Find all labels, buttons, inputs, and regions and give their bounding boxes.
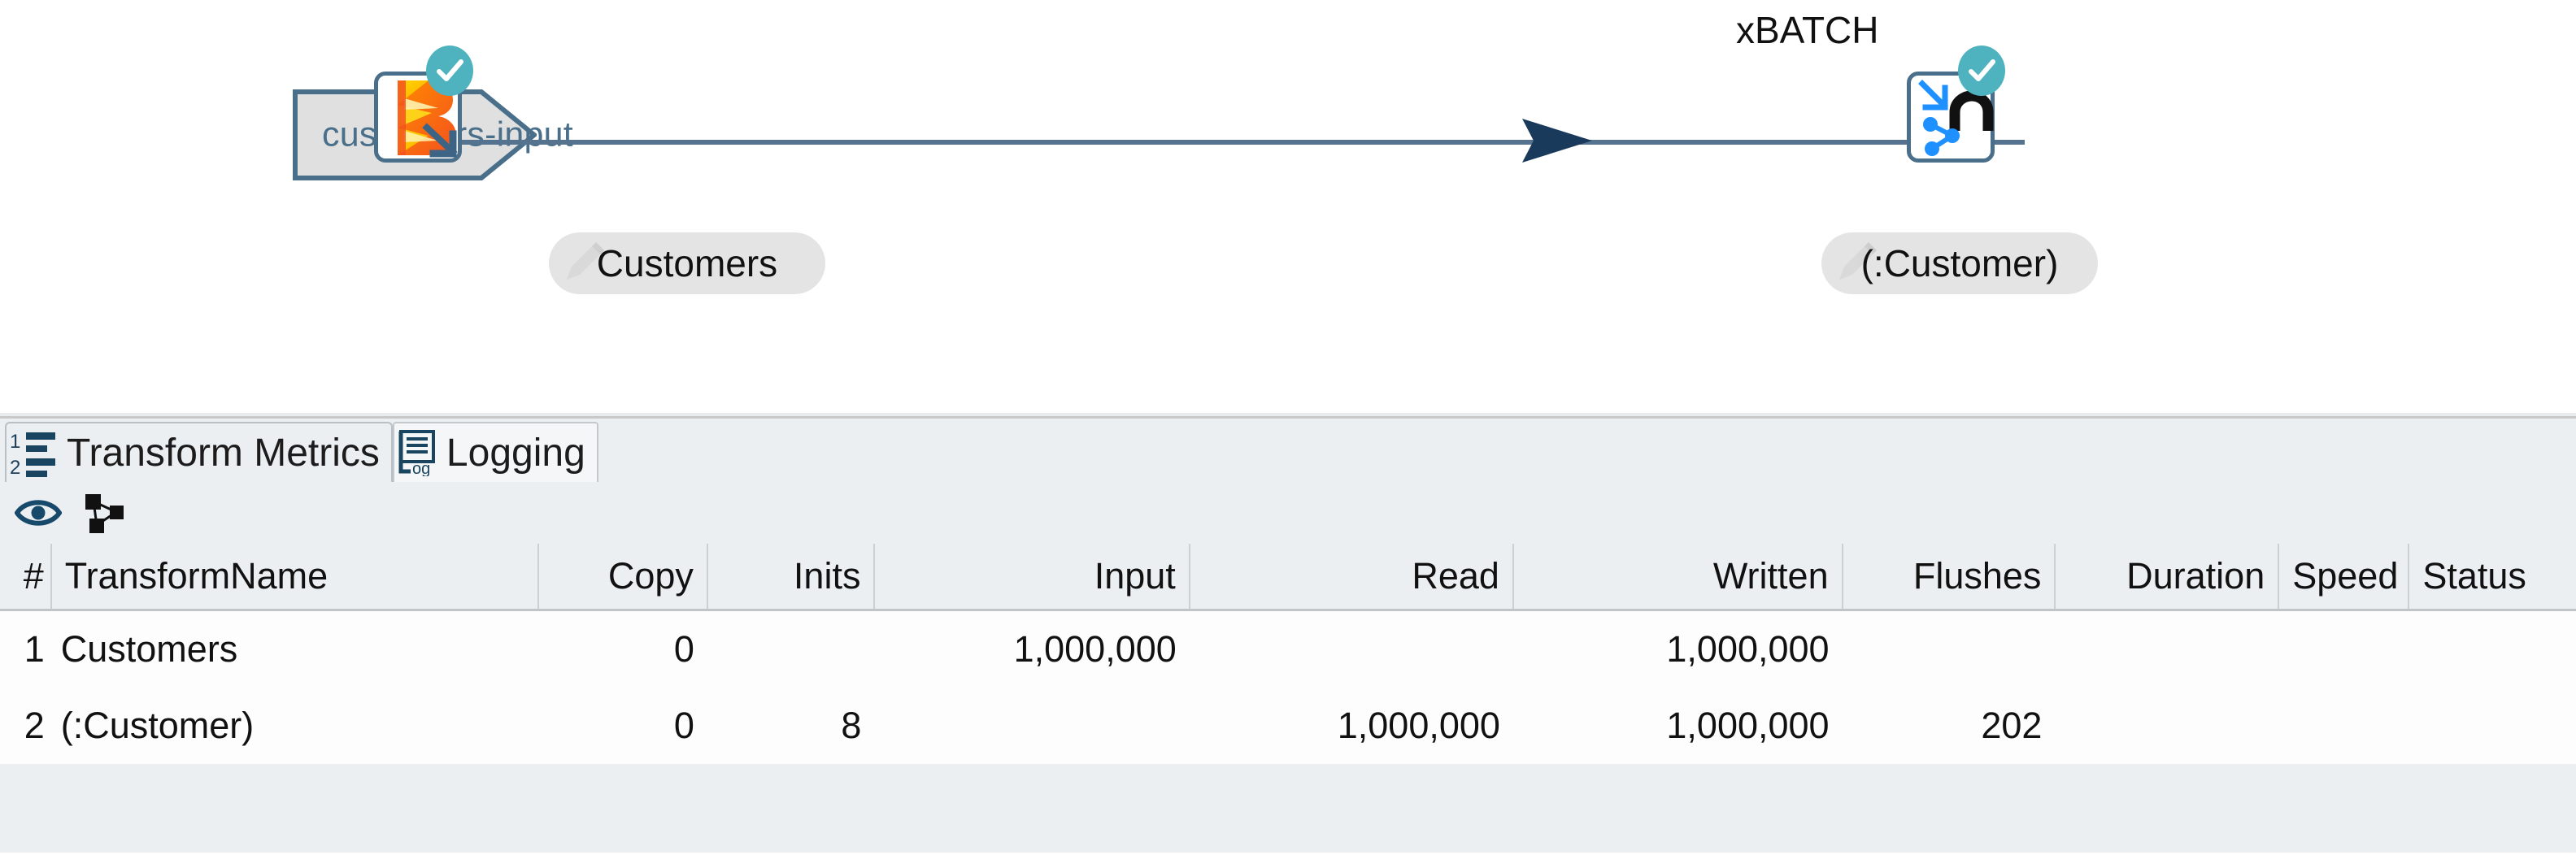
- cell-read: [1189, 610, 1513, 688]
- pipeline-canvas[interactable]: customers-input: [0, 0, 2576, 419]
- neo4j-output-icon: [1918, 80, 1994, 156]
- status-badge-customer-output: [1958, 46, 2005, 96]
- tab-logging[interactable]: og Logging: [392, 422, 598, 482]
- numbered-list-icon: 1 2: [10, 428, 59, 478]
- hop-arrow-icon: [1522, 119, 1592, 163]
- cell-speed: [2278, 610, 2409, 688]
- cell-index: 1: [0, 610, 51, 688]
- hop-connector-line[interactable]: [455, 140, 2025, 145]
- cell-index: 2: [0, 688, 51, 764]
- cell-duration: [2055, 610, 2279, 688]
- node-label-pill-customer-output[interactable]: (:Customer): [1821, 232, 2098, 294]
- cell-status: [2408, 688, 2576, 764]
- node-label-customer-output: (:Customer): [1860, 242, 2059, 284]
- cell-name: (:Customer): [50, 688, 539, 764]
- node-note-xbatch: xBATCH: [1736, 9, 1879, 51]
- status-badge-customers: [426, 46, 473, 96]
- svg-text:og: og: [412, 460, 430, 476]
- cell-read: 1,000,000: [1189, 688, 1513, 764]
- col-header-flushes[interactable]: Flushes: [1842, 544, 2056, 611]
- col-header-status[interactable]: Status: [2408, 544, 2576, 611]
- cell-written: 1,000,000: [1512, 610, 1843, 688]
- cell-flushes: 202: [1842, 688, 2056, 764]
- bottom-panel: 1 2 Transform Metrics og: [0, 419, 2576, 853]
- tab-transform-metrics[interactable]: 1 2 Transform Metrics: [5, 422, 393, 482]
- cell-inits: [707, 610, 875, 688]
- success-check-icon: [437, 59, 463, 81]
- svg-text:1: 1: [10, 431, 20, 453]
- svg-text:2: 2: [10, 457, 20, 478]
- col-header-written[interactable]: Written: [1512, 544, 1843, 611]
- log-document-icon: og: [398, 429, 438, 476]
- cell-copy: 0: [538, 610, 707, 688]
- node-label-pill-customers[interactable]: Customers: [549, 232, 825, 294]
- transform-metrics-table[interactable]: # TransformName Copy Inits Input Read Wr…: [0, 544, 2576, 764]
- tab-label-logging: Logging: [446, 431, 585, 475]
- beam-transform-icon: [398, 80, 458, 158]
- table-row[interactable]: 2 (:Customer) 0 8 1,000,000 1,000,000 20…: [0, 688, 2576, 764]
- preview-eye-icon[interactable]: [15, 494, 62, 532]
- col-header-duration[interactable]: Duration: [2055, 544, 2280, 611]
- col-header-inits[interactable]: Inits: [707, 544, 876, 611]
- col-header-read[interactable]: Read: [1189, 544, 1514, 611]
- col-header-copy[interactable]: Copy: [538, 544, 708, 611]
- success-check-icon: [1969, 59, 1995, 81]
- tab-strip: 1 2 Transform Metrics og: [0, 419, 2576, 482]
- col-header-input[interactable]: Input: [874, 544, 1190, 611]
- pencil-edit-icon: [567, 242, 604, 280]
- tab-label-transform-metrics: Transform Metrics: [67, 431, 380, 475]
- metrics-toolbar: [0, 482, 2576, 544]
- cell-name: Customers: [50, 610, 539, 688]
- col-header-name[interactable]: TransformName: [50, 544, 540, 611]
- pencil-edit-icon: [1839, 242, 1877, 280]
- cell-input: 1,000,000: [874, 610, 1190, 688]
- cell-status: [2408, 610, 2576, 688]
- cell-copy: 0: [538, 688, 707, 764]
- col-header-index[interactable]: #: [0, 544, 52, 611]
- cell-written: 1,000,000: [1512, 688, 1843, 764]
- col-header-speed[interactable]: Speed: [2278, 544, 2410, 611]
- cell-speed: [2278, 688, 2409, 764]
- table-header-row: # TransformName Copy Inits Input Read Wr…: [0, 544, 2576, 611]
- table-row[interactable]: 1 Customers 0 1,000,000 1,000,000: [0, 610, 2576, 688]
- graph-network-icon[interactable]: [83, 492, 125, 534]
- cell-flushes: [1842, 610, 2056, 688]
- transform-node-customer-output[interactable]: [1907, 72, 1995, 163]
- cell-input: [874, 688, 1190, 764]
- cell-duration: [2055, 688, 2279, 764]
- transform-node-customers[interactable]: [374, 72, 462, 163]
- cell-inits: 8: [707, 688, 875, 764]
- node-label-customers: Customers: [596, 242, 778, 284]
